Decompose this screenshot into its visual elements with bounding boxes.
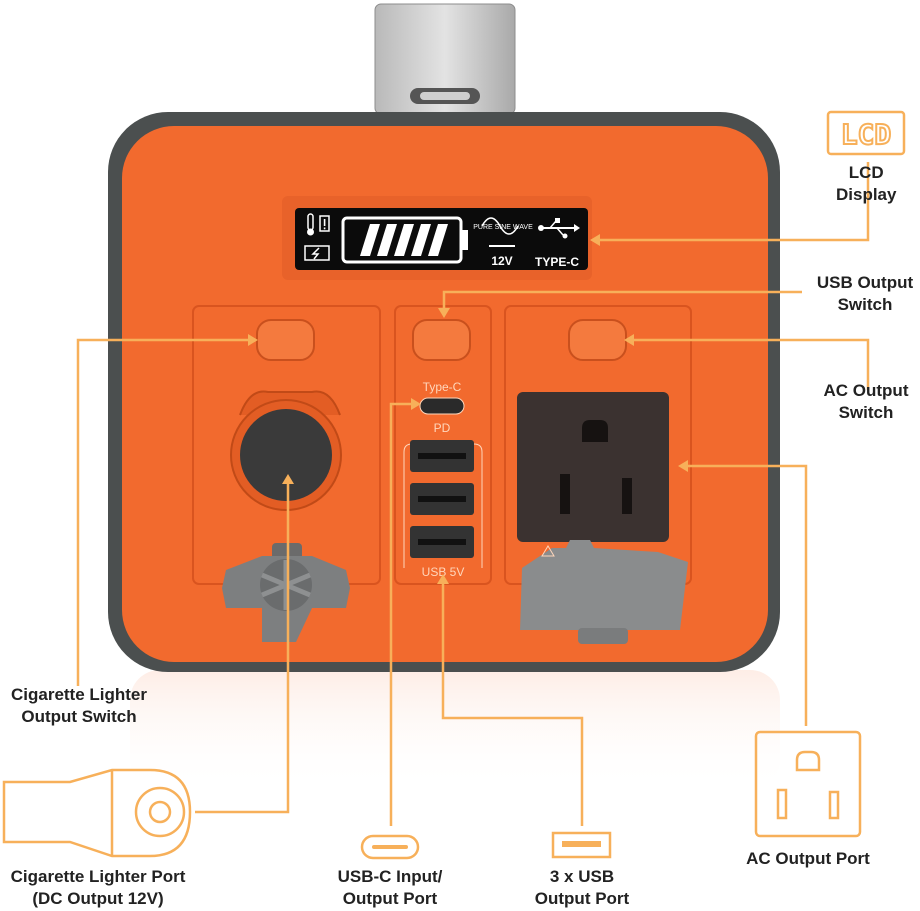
ac-outlet-cover: [520, 540, 688, 644]
usb-a-icon: [551, 831, 612, 859]
label-usb-ports: 3 x USB Output Port: [534, 867, 630, 908]
charging-icon: [304, 245, 330, 261]
sine-wave-icon: [481, 217, 519, 235]
usb-symbol-icon: [538, 218, 580, 239]
label-lcd-display: LCD Display: [836, 163, 897, 204]
type-c-port-label: Type-C: [423, 380, 462, 394]
leader-arrows: [248, 234, 688, 584]
ac-output-switch[interactable]: [568, 319, 627, 361]
cigarette-lighter-cap: [222, 556, 350, 642]
usb-a-port-2[interactable]: [410, 483, 474, 515]
ac-outlet[interactable]: [517, 392, 669, 542]
label-usb-output-switch: USB Output Switch: [816, 273, 914, 314]
usb-output-switch[interactable]: [412, 319, 471, 361]
power-outlet-icon: [754, 730, 862, 838]
label-cigarette-output-switch: Cigarette Lighter Output Switch: [10, 685, 148, 726]
usb-c-icon: [360, 834, 420, 860]
warning-icon: [319, 215, 330, 232]
floor-reflection: [130, 670, 780, 790]
usb-a-port-1[interactable]: [410, 440, 474, 472]
usb-5v-label: USB 5V: [422, 565, 465, 579]
label-usb-c-port: USB-C Input/ Output Port: [337, 867, 443, 908]
lcd-icon-text: LCD: [841, 118, 892, 151]
label-ac-port: AC Output Port: [746, 849, 870, 868]
car-charger-icon: [2, 768, 192, 858]
carry-handle: [374, 3, 516, 115]
voltage-label: 12V: [491, 254, 512, 268]
pd-label: PD: [434, 421, 451, 435]
type-c-screen-label: TYPE-C: [535, 255, 579, 269]
label-cigarette-port: Cigarette Lighter Port (DC Output 12V): [10, 867, 186, 908]
label-ac-output-switch: AC Output Switch: [823, 381, 909, 422]
dc-symbol-icon: [489, 245, 515, 247]
thermometer-icon: [307, 213, 314, 236]
usb-c-port[interactable]: [419, 397, 465, 415]
lcd-screen: PURE SINE WAVE 12V TYPE-C: [282, 196, 592, 280]
leader-lines: [76, 162, 870, 826]
pure-sine-wave-label: PURE SINE WAVE: [473, 224, 533, 231]
cigarette-lighter-switch[interactable]: [256, 319, 315, 361]
usb-a-port-3[interactable]: [410, 526, 474, 558]
usb-c-icon-inner: [372, 845, 408, 849]
lcd-icon: LCD: [826, 110, 906, 156]
battery-icon: [341, 216, 468, 264]
